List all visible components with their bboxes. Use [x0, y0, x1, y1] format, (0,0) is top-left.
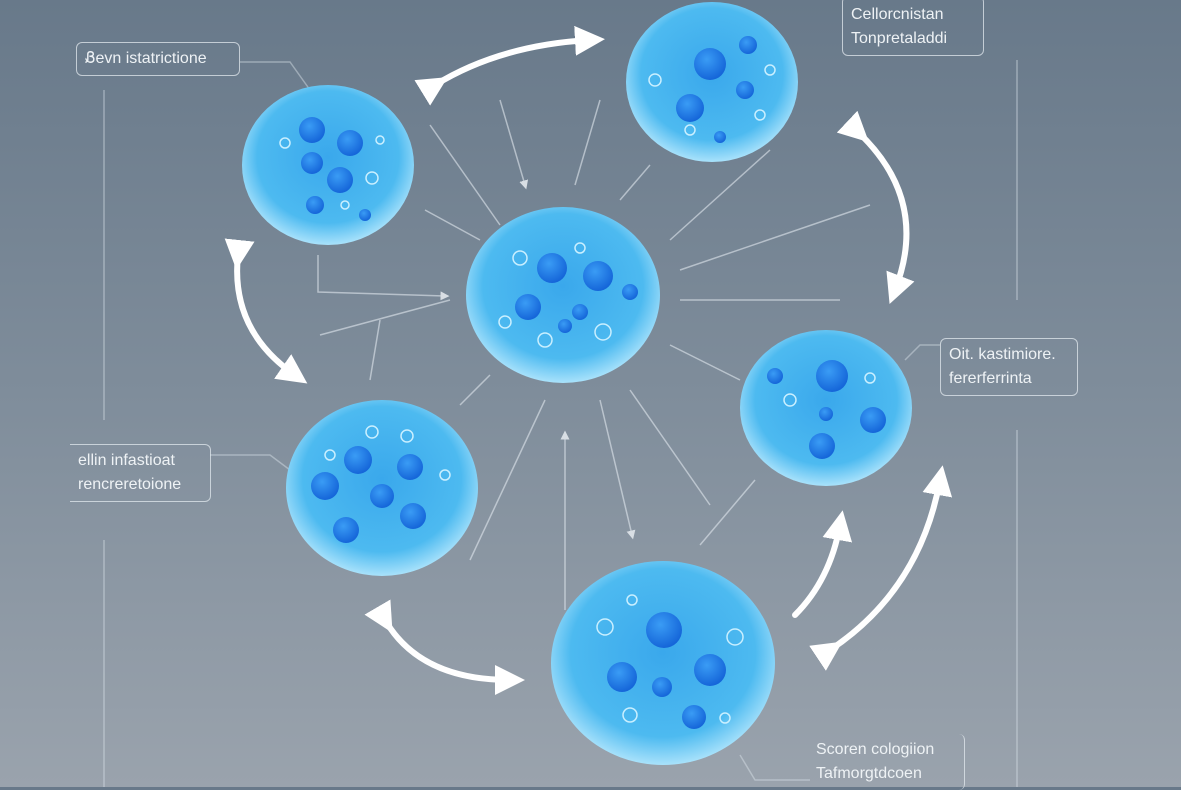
connector-lines	[317, 99, 871, 610]
cell-bottom	[551, 561, 775, 765]
label-text: fererferrinta	[949, 370, 1032, 387]
label-mid-left: ellin infastioat rencreretoione	[70, 444, 211, 502]
label-text: Cellorcnistan	[851, 6, 944, 23]
label-text: Scoren cologiion	[816, 741, 935, 758]
label-bottom: Scoren cologiion Tafmorgtdcoen	[808, 734, 965, 790]
label-top-right: Cellorcnistan Tonpretaladdi	[842, 0, 984, 56]
label-top-left: Ᏸevn istatrictione	[76, 42, 240, 76]
label-text: Oit. kastimiore.	[949, 346, 1056, 363]
label-text: ellin infastioat	[78, 452, 175, 469]
label-text: Tafmorgtdcoen	[816, 765, 922, 782]
cell-left	[286, 400, 478, 576]
label-text: Tonpretaladdi	[851, 30, 948, 47]
label-text: rencreretoione	[78, 476, 182, 493]
cell-top-left	[242, 85, 414, 245]
interaction-arrows	[224, 25, 953, 695]
cell-right	[740, 330, 912, 486]
label-mid-right: Oit. kastimiore. fererferrinta	[940, 338, 1078, 396]
cell-center	[466, 207, 660, 383]
cell-top-right	[626, 2, 798, 162]
guide-lines	[103, 60, 1018, 787]
label-text: Ᏸevn istatrictione	[85, 50, 207, 67]
